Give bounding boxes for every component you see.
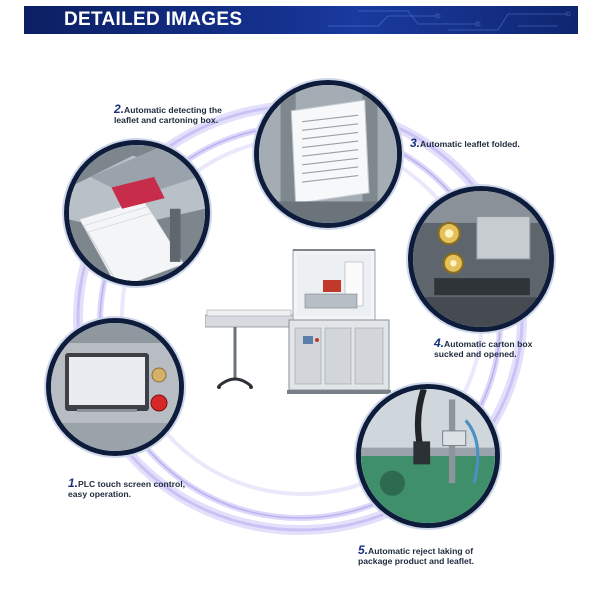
carton-suction-photo (408, 186, 554, 332)
feature-text-4-line-2: sucked and opened. (434, 349, 517, 359)
plc-screen-photo (46, 318, 184, 456)
feature-text-5-line-2: package product and leaflet. (358, 556, 475, 566)
feature-text-2-line-1: Automatic detecting the (124, 105, 222, 115)
feature-caption-3: 3.Automatic leaflet folded. (410, 136, 520, 150)
feature-number-2: 2. (114, 102, 125, 116)
leaflet-box-photo-image (69, 145, 205, 281)
machine-illustration (205, 249, 391, 394)
circuit-pattern-decoration (328, 10, 571, 31)
feature-text-3-line-1: Automatic leaflet folded. (420, 139, 520, 149)
feature-number-1: 1. (68, 476, 79, 490)
feature-number-3: 3. (410, 136, 421, 150)
feature-caption-5: 5.Automatic reject laking of package pro… (358, 543, 475, 566)
feature-caption-4: 4.Automatic carton box sucked and opened… (434, 336, 533, 359)
feature-caption-1: 1.PLC touch screen control, easy operati… (68, 476, 185, 499)
feature-text-1-line-1: PLC touch screen control, (78, 479, 185, 489)
feature-text-2-line-2: leaflet and cartoning box. (114, 115, 219, 125)
feature-number-5: 5. (358, 543, 369, 557)
reject-sensor-photo-image (361, 389, 495, 523)
header-banner: DETAILED IMAGES (24, 6, 578, 34)
carton-suction-photo-image (413, 191, 549, 327)
feature-caption-2: 2.Automatic detecting the leaflet and ca… (114, 102, 222, 125)
leaflet-fold-photo (254, 80, 402, 228)
feature-text-5-line-1: Automatic reject laking of (368, 546, 474, 556)
plc-screen-photo-image (51, 323, 179, 451)
page-title: DETAILED IMAGES (64, 9, 243, 30)
leaflet-fold-photo-image (259, 85, 397, 223)
feature-text-4-line-1: Automatic carton box (444, 339, 533, 349)
reject-sensor-photo (356, 384, 500, 528)
feature-number-4: 4. (434, 336, 445, 350)
leaflet-box-photo (64, 140, 210, 286)
feature-text-1-line-2: easy operation. (68, 489, 132, 499)
